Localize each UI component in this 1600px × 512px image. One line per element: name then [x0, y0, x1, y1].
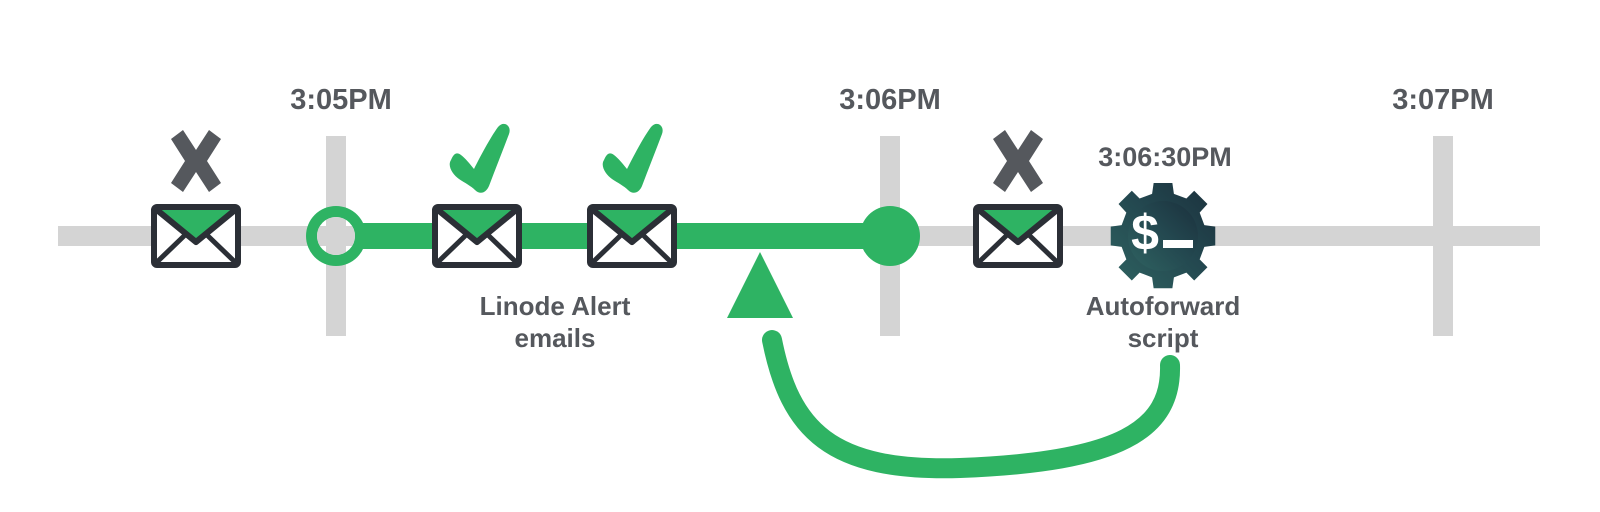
timeline-start-ring[interactable] — [306, 206, 366, 266]
envelope-icon — [587, 204, 677, 268]
envelope-icon — [151, 204, 241, 268]
group-label-linode-alert-emails: Linode Alert emails — [480, 291, 631, 353]
envelope-icon — [432, 204, 522, 268]
tick-label-305pm: 3:05PM — [290, 84, 392, 116]
autoforward-feedback-arrow — [727, 252, 1181, 479]
group-label-line-2: emails — [515, 323, 596, 353]
annotation-time-30630pm: 3:06:30PM — [1098, 142, 1232, 172]
group-label-autoforward-script: Autoforward script — [1086, 291, 1241, 353]
x-mark-icon — [993, 130, 1043, 192]
terminal-prompt-glyph: $ — [1131, 205, 1193, 261]
tick-label-307pm: 3:07PM — [1392, 84, 1494, 116]
gear-terminal-icon[interactable]: $ — [1110, 182, 1216, 289]
group-label-line-1: Autoforward — [1086, 291, 1241, 321]
timeline-ticks — [326, 136, 1453, 336]
ring-hole-baseline — [317, 226, 355, 246]
x-mark-icon — [171, 130, 221, 192]
end-dot-circle — [860, 206, 920, 266]
timeline-end-dot[interactable] — [860, 206, 920, 266]
tick-label-306pm: 3:06PM — [839, 84, 941, 116]
tick-mark-307pm — [1433, 136, 1453, 336]
arrow-head — [727, 252, 793, 318]
autoforward-time-label: 3:06:30PM — [1098, 142, 1232, 172]
arrow-curve-path — [762, 330, 1181, 479]
gear-hub — [1128, 201, 1198, 271]
group-label-line-1: Linode Alert — [480, 291, 631, 321]
event-email-delivered-1[interactable] — [432, 123, 522, 268]
event-email-blocked-2[interactable] — [973, 130, 1063, 268]
event-email-delivered-2[interactable] — [587, 123, 677, 268]
tick-labels: 3:05PM 3:06PM 3:07PM — [290, 84, 1494, 116]
group-label-line-2: script — [1128, 323, 1199, 353]
envelope-icon — [973, 204, 1063, 268]
check-mark-icon — [449, 123, 510, 193]
svg-text:$: $ — [1131, 205, 1159, 261]
event-email-blocked-1[interactable] — [151, 130, 241, 268]
check-mark-icon — [602, 123, 663, 193]
